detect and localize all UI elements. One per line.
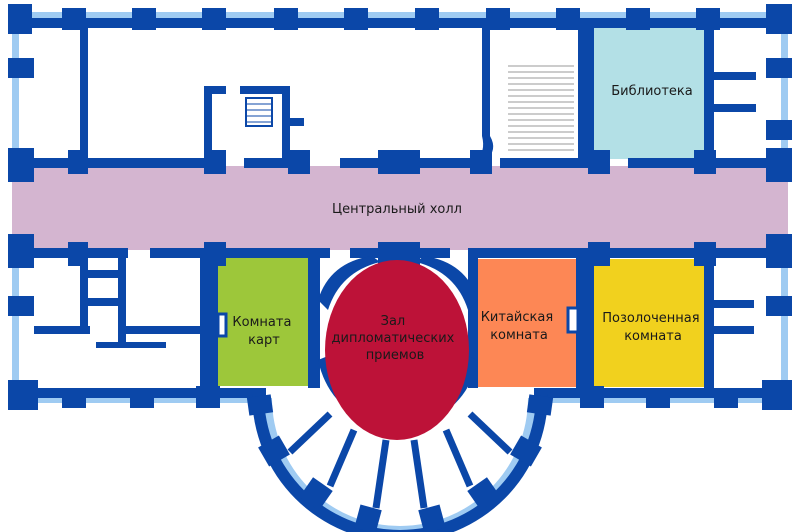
central-hall-label-line-1: Центральный холл [332,202,462,217]
map-room-label: Комната карт [232,315,295,348]
library-label-line-1: Библиотека [611,84,693,99]
library-label: Библиотека [611,84,693,99]
diplomatic-reception-room-label-line-2: дипломатических [332,331,455,346]
central-hall-label: Центральный холл [332,202,462,217]
diplomatic-reception-room-fill[interactable] [325,260,469,440]
diplomatic-reception-room-label-line-3: приемов [366,348,425,363]
china-room-label-line-1: Китайская [481,310,553,325]
stair-grand [508,65,574,151]
map-room-fill[interactable] [210,258,316,386]
central-hall-fill[interactable] [12,166,788,250]
map-room-label-line-2: карт [248,333,280,348]
vermeil-room-label-line-2: комната [624,329,682,344]
diplomatic-reception-room-label: Зал дипломатических приемов [332,314,459,363]
map-room-label-line-1: Комната [232,315,291,330]
china-room-label-line-2: комната [490,328,548,343]
vermeil-room-label: Позолоченная комната [602,311,703,344]
china-room-label: Китайская комната [481,310,558,343]
library-fill[interactable] [594,28,707,159]
stair-upper-left [245,97,273,127]
vermeil-room-label-line-1: Позолоченная [602,311,699,326]
vermeil-room-fill[interactable] [593,259,704,387]
walls [8,4,792,532]
china-room-fill[interactable] [477,259,576,387]
diplomatic-reception-room-label-line-1: Зал [381,314,406,329]
